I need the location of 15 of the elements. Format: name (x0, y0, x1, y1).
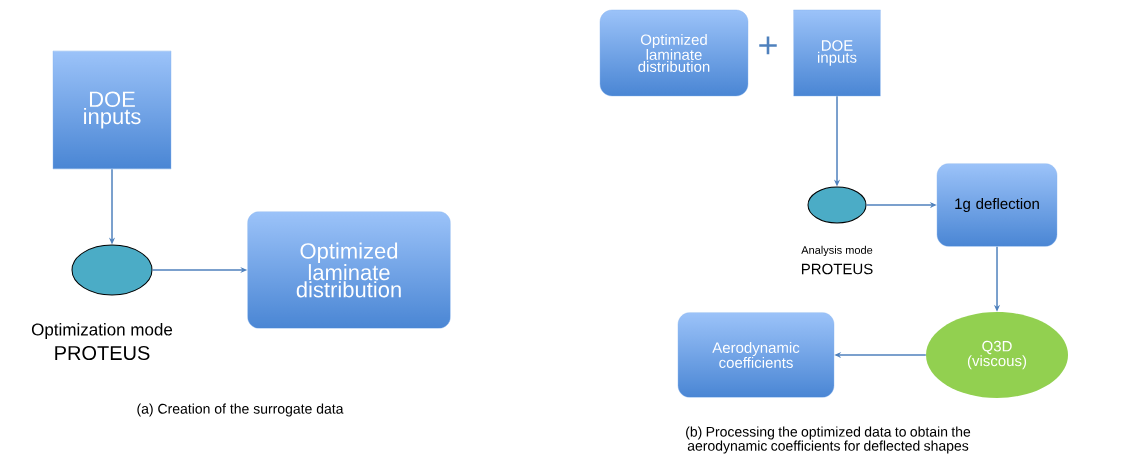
result-box: Aerodynamic coefficients (677, 312, 835, 398)
process-ellipse (71, 244, 153, 296)
process-ellipse (807, 186, 867, 224)
node-caption: PROTEUS (55, 345, 150, 361)
node-caption: PROTEUS (802, 263, 873, 275)
input-box: DOE inputs (52, 50, 172, 170)
process-box: 1g deflection (936, 163, 1058, 247)
plus-sign: + (759, 36, 777, 55)
node-caption: Optimization mode (31, 323, 173, 339)
caption: (a) Creation of the surrogate data (137, 403, 344, 417)
result-box: Optimized laminate distribution (599, 9, 749, 97)
input-box: DOE inputs (793, 9, 881, 97)
node-caption: Analysis mode (801, 245, 873, 257)
result-box: Optimized laminate distribution (247, 211, 451, 329)
caption: (b) Processing the optimized data to obtain the aerodynamic coefficients for deflected shapes (686, 426, 971, 454)
